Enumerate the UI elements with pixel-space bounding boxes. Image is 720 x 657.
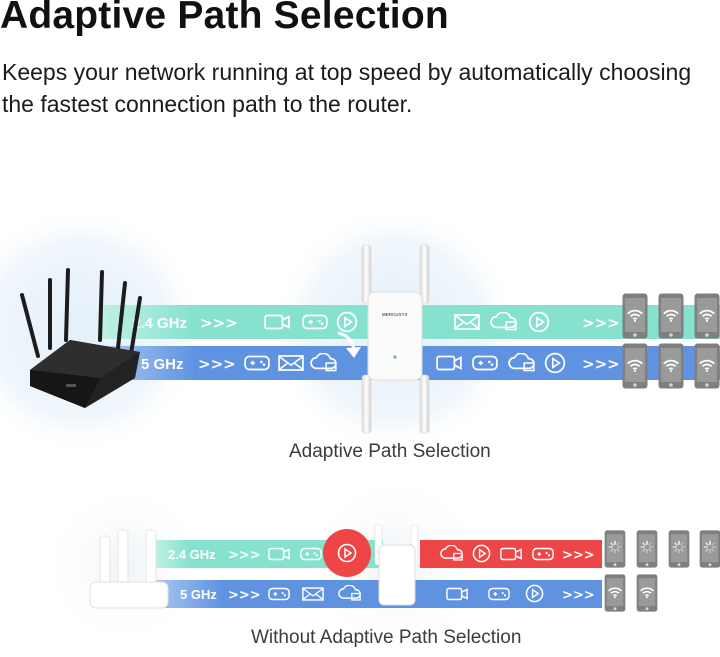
page-title: Adaptive Path Selection xyxy=(0,0,449,37)
bottom-diagram: 2.4 GHz 5 GHz >>> >>> >>> >>> xyxy=(40,470,720,657)
bottom-diagram-caption: Without Adaptive Path Selection xyxy=(251,627,522,648)
band-24ghz-congested xyxy=(420,540,602,568)
client-devices-bottom xyxy=(604,530,720,612)
mesh-router xyxy=(20,268,142,408)
chevrons-icon: >>> xyxy=(228,588,261,603)
range-extender xyxy=(374,524,419,606)
wireless-router xyxy=(89,529,169,609)
chevrons-icon: >>> xyxy=(562,548,595,563)
chevrons-icon: >>> xyxy=(200,314,238,332)
band-5ghz-label: 5 GHz xyxy=(141,356,184,373)
chevrons-icon: >>> xyxy=(228,548,261,563)
path-switch-arrowhead xyxy=(346,347,361,358)
top-diagram: 2.4 GHz 5 GHz >>> >>> >>> >>> xyxy=(0,205,720,455)
chevrons-icon: >>> xyxy=(198,355,236,373)
band-24ghz-label: 2.4 GHz xyxy=(132,315,187,332)
band-24ghz-label: 2.4 GHz xyxy=(168,547,216,562)
client-devices-top xyxy=(622,293,720,389)
top-diagram-caption: Adaptive Path Selection xyxy=(289,441,491,462)
congestion-highlight xyxy=(323,529,371,577)
page-subtitle: Keeps your network running at top speed … xyxy=(2,59,692,117)
extender-brand-label: MERCUSYS xyxy=(382,312,408,317)
chevrons-icon: >>> xyxy=(562,588,595,603)
range-extender: MERCUSYS xyxy=(361,244,430,434)
chevrons-icon: >>> xyxy=(582,355,620,373)
chevrons-icon: >>> xyxy=(582,314,620,332)
band-5ghz-label: 5 GHz xyxy=(180,587,217,602)
